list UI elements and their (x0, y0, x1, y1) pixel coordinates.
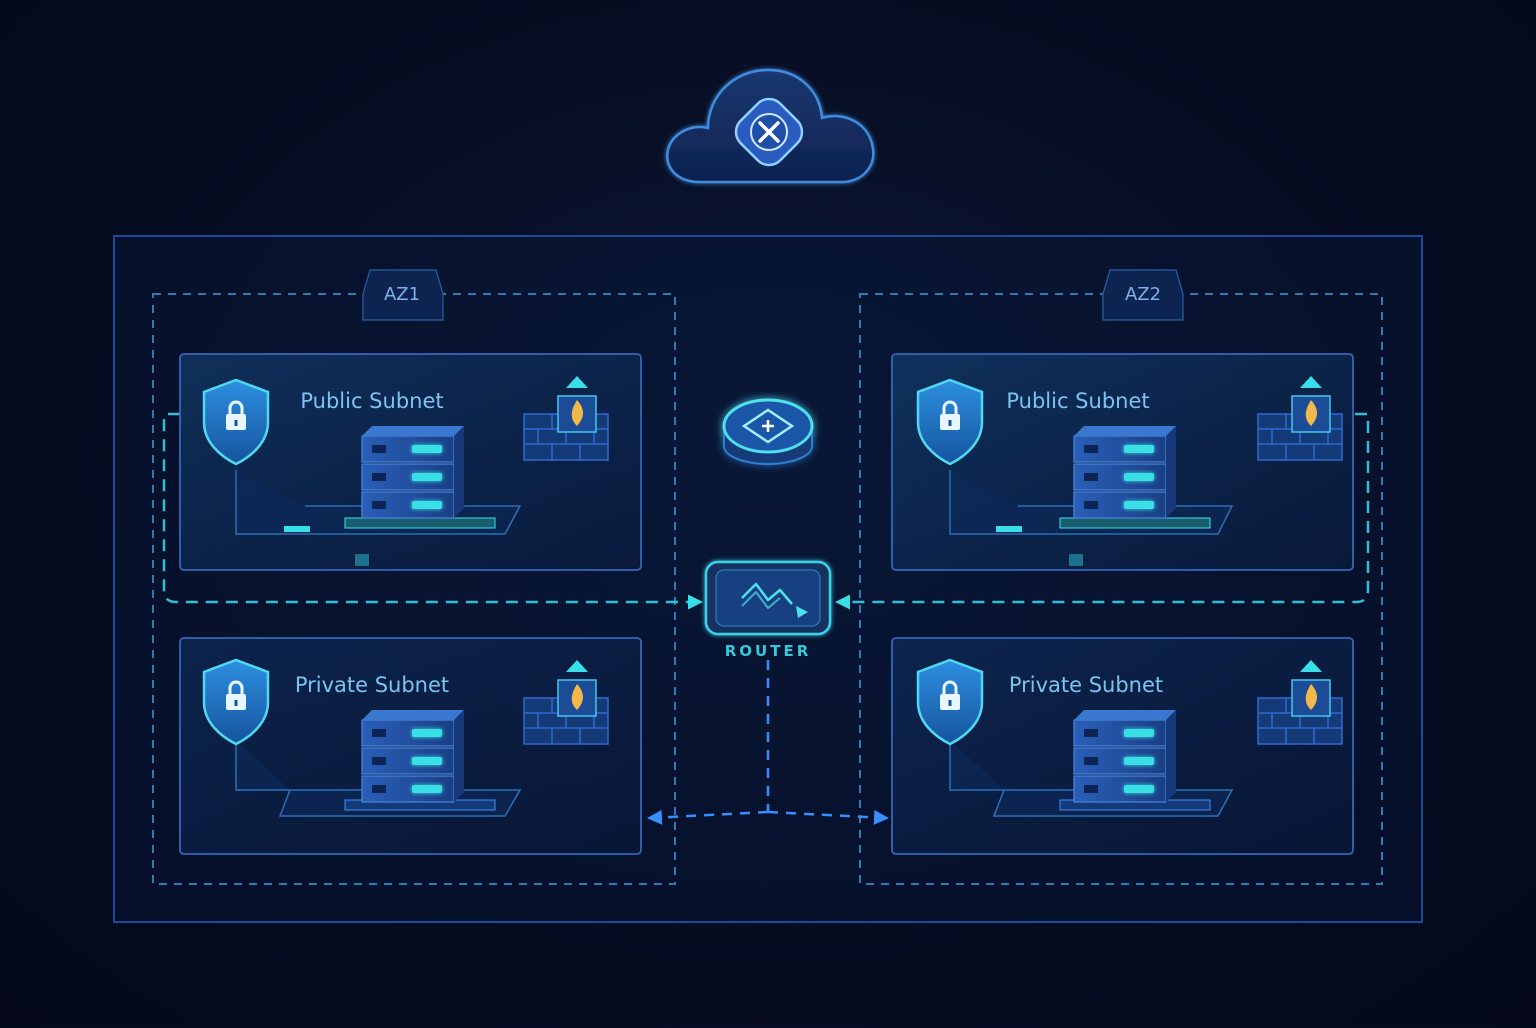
server-rack-icon (1074, 710, 1176, 802)
az2-private-subnet: Private Subnet (891, 637, 1354, 855)
az1-public-subnet: Public Subnet (179, 353, 642, 571)
az2-public-subnet: Public Subnet (891, 353, 1354, 571)
router-icon (741, 582, 808, 618)
server-rack-icon (362, 426, 464, 518)
az1-public-subnet-label: Public Subnet (300, 389, 443, 413)
az1-private-subnet: Private Subnet (179, 637, 642, 855)
cloud-icon (734, 97, 804, 167)
internet-gateway-icon[interactable] (722, 398, 814, 465)
az2-private-subnet-label: Private Subnet (1009, 673, 1163, 697)
availability-zone-2: AZ2 (859, 269, 1383, 885)
az1-private-subnet-label: Private Subnet (295, 673, 449, 697)
router-label: ROUTER (725, 642, 812, 660)
az2-label: AZ2 (1125, 284, 1161, 305)
server-rack-icon (1074, 426, 1176, 518)
az2-public-subnet-label: Public Subnet (1006, 389, 1149, 413)
az1-label: AZ1 (384, 284, 420, 305)
server-rack-icon (362, 710, 464, 802)
router-node[interactable]: ROUTER (704, 560, 832, 660)
availability-zone-1: AZ1 (152, 269, 676, 885)
